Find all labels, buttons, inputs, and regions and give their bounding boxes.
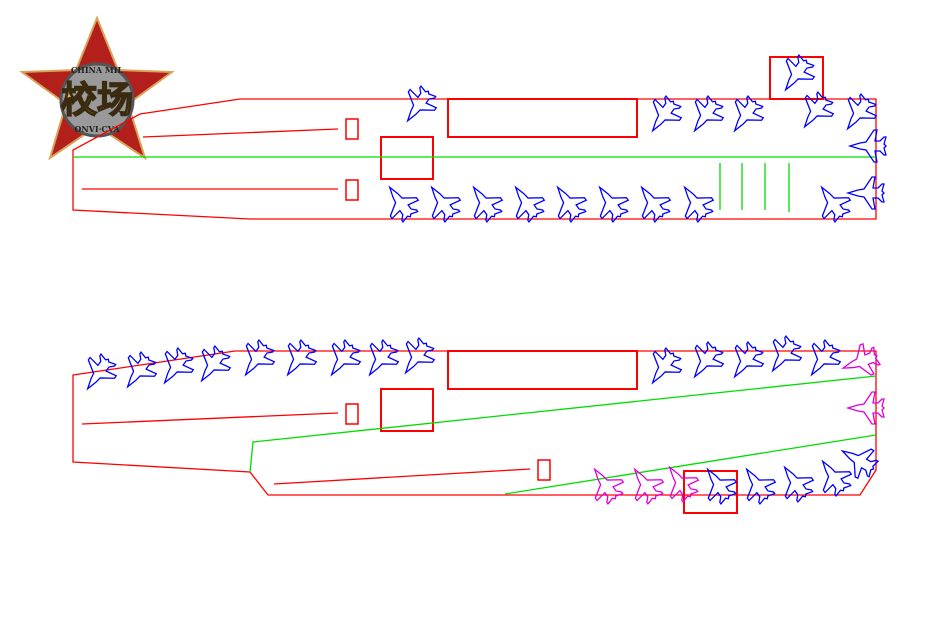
landing-line — [504, 434, 877, 495]
aircraft-icon — [771, 50, 821, 100]
aircraft-highlighted-icon — [580, 459, 630, 509]
aircraft-icon — [317, 335, 367, 385]
aircraft-icon — [273, 335, 323, 385]
logo-title: 校场 — [61, 79, 133, 121]
aircraft-icon — [231, 335, 281, 385]
logo: CHINA MIL ONVI·CVA 校场 — [19, 15, 175, 161]
landing-line — [249, 375, 877, 473]
aircraft-icon — [680, 337, 730, 387]
aircraft-icon — [393, 81, 443, 131]
aircraft-group — [73, 50, 887, 509]
elevator — [380, 136, 434, 180]
elevator — [447, 350, 638, 390]
aircraft-icon — [732, 459, 782, 509]
aircraft-icon — [847, 176, 885, 210]
aircraft-icon — [770, 457, 820, 507]
deck-outline — [72, 350, 877, 496]
elevator — [447, 98, 638, 138]
blast-deflector — [345, 179, 359, 201]
carrier-deck-1 — [72, 56, 877, 220]
aircraft-icon — [391, 333, 441, 383]
aircraft-icon — [355, 335, 405, 385]
aircraft-icon — [758, 331, 808, 381]
aircraft-icon — [113, 347, 163, 397]
catapult — [81, 412, 339, 425]
logo-ring — [59, 62, 135, 138]
carrier-deck-2 — [72, 350, 877, 514]
elevator — [380, 388, 434, 432]
aircraft-highlighted-icon — [620, 459, 670, 509]
aircraft-icon — [693, 459, 743, 509]
catapult — [273, 468, 531, 485]
logo-ring-bottom: ONVI·CVA — [74, 124, 120, 134]
aircraft-icon — [797, 335, 847, 385]
aircraft-icon — [150, 343, 200, 393]
catapult — [142, 128, 339, 138]
logo-ring-top: CHINA MIL — [71, 65, 124, 75]
blast-deflector — [345, 403, 359, 425]
blast-deflector — [345, 118, 359, 140]
aircraft-icon — [187, 341, 237, 391]
aircraft-icon — [720, 337, 770, 387]
blast-deflector — [537, 459, 551, 481]
aircraft-icon — [790, 87, 840, 137]
aircraft-icon — [833, 436, 883, 484]
island — [769, 56, 824, 100]
deck-outline — [72, 98, 877, 220]
aircraft-highlighted-icon — [847, 391, 885, 425]
aircraft-icon — [833, 89, 883, 139]
